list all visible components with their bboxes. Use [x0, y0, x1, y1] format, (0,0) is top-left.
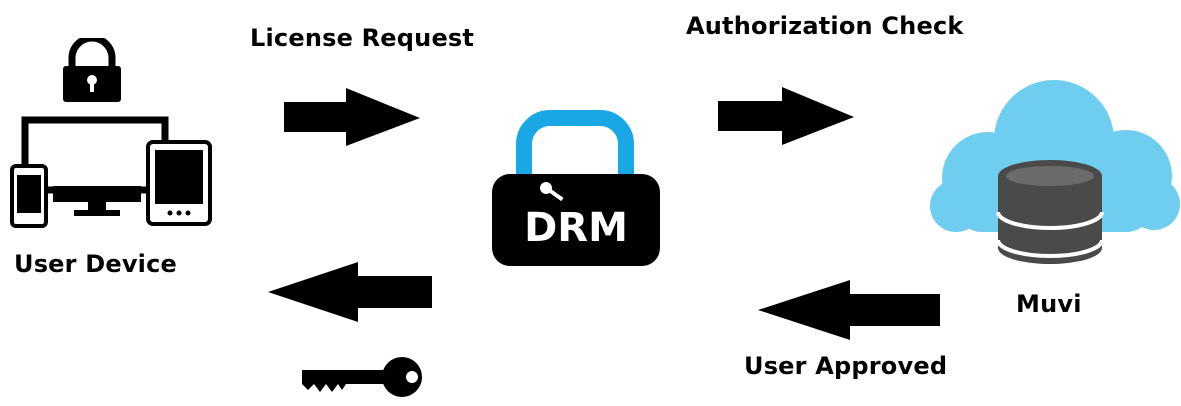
small-key-icon — [540, 182, 564, 202]
user-device-icon — [8, 38, 213, 228]
arrow-right-icon — [284, 88, 424, 148]
phone-icon — [10, 164, 48, 228]
user-approved-label: User Approved — [744, 352, 948, 380]
drm-padlock-icon: DRM — [488, 100, 664, 270]
padlock-icon — [63, 38, 121, 102]
key-icon — [302, 352, 424, 402]
muvi-label: Muvi — [1016, 290, 1082, 318]
arrow-right-icon — [718, 87, 858, 147]
license-request-label: License Request — [250, 24, 475, 52]
drm-text: DRM — [524, 205, 628, 251]
arrow-left-icon — [268, 262, 438, 324]
arrow-left-icon — [758, 280, 944, 342]
tablet-icon — [146, 140, 212, 226]
user-device-label: User Device — [14, 250, 178, 278]
authorization-check-label: Authorization Check — [686, 12, 964, 40]
cloud-database-icon — [926, 78, 1181, 288]
